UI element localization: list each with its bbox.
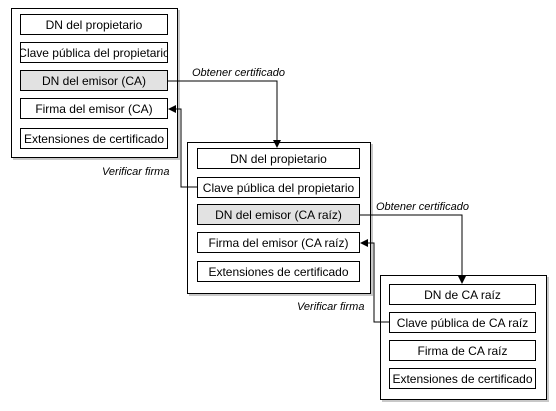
cert3-root-ca-dn: DN de CA raíz — [389, 284, 536, 305]
cert3-root-ca-public-key: Clave pública de CA raíz — [389, 312, 536, 333]
obtain-certificate-arrow-2 — [360, 214, 466, 284]
cert2-issuer-signature: Firma del emisor (CA raíz) — [197, 232, 360, 253]
verify-signature-arrow-2 — [360, 239, 389, 323]
cert1-issuer-dn: DN del emisor (CA) — [20, 70, 168, 91]
cert3-extensions: Extensiones de certificado — [389, 368, 536, 389]
cert2-issuer-dn: DN del emisor (CA raíz) — [197, 204, 360, 225]
verify-signature-label-2: Verificar firma — [297, 301, 365, 313]
verify-signature-label-1: Verificar firma — [102, 166, 170, 178]
obtain-certificate-label-1: Obtener certificado — [192, 67, 285, 79]
cert2-owner-dn: DN del propietario — [197, 148, 360, 169]
cert3-root-ca-signature: Firma de CA raíz — [389, 340, 536, 361]
obtain-certificate-label-2: Obtener certificado — [376, 201, 469, 213]
cert1-owner-dn: DN del propietario — [20, 14, 168, 35]
cert1-owner-public-key: Clave pública del propietario — [20, 42, 168, 63]
cert2-owner-public-key: Clave pública del propietario — [197, 177, 360, 198]
cert1-issuer-signature: Firma del emisor (CA) — [20, 98, 168, 119]
cert2-extensions: Extensiones de certificado — [197, 261, 360, 282]
obtain-certificate-arrow-1 — [168, 80, 281, 148]
verify-signature-arrow-1 — [168, 105, 197, 188]
cert1-extensions: Extensiones de certificado — [20, 128, 168, 149]
